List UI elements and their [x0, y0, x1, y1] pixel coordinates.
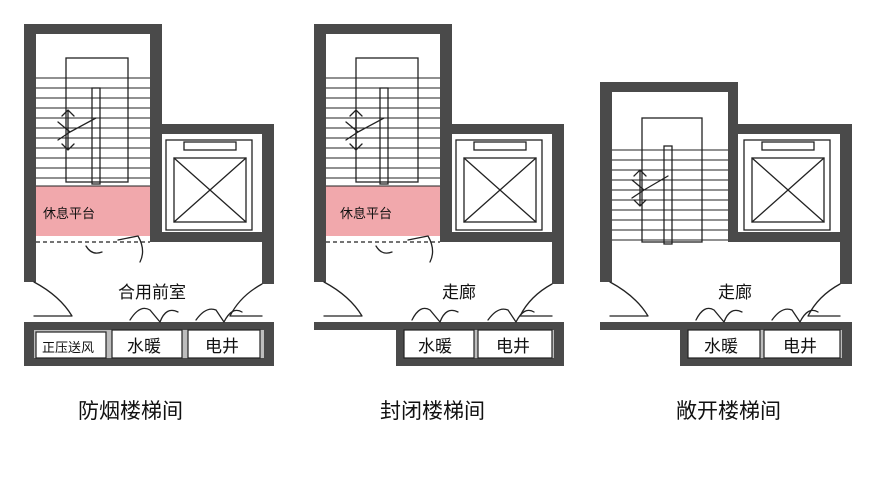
lobby-label: 合用前室: [118, 283, 186, 303]
plan-title: 防烟楼梯间: [78, 399, 183, 423]
corridor-label: 走廊: [442, 283, 476, 303]
plan-smoke-proof-stair: 休息平台 合用前室: [24, 24, 274, 423]
stair-treads: [36, 77, 150, 187]
stair-treads: [612, 149, 728, 241]
corridor-label: 走廊: [718, 283, 752, 303]
room-plumbing-label: 水暖: [418, 337, 452, 357]
stair-treads: [326, 77, 440, 187]
plan-open-stair: 走廊 水暖 电井 敞开楼梯间: [600, 82, 852, 423]
rest-platform-area: [326, 186, 440, 236]
rest-platform-label: 休息平台: [340, 206, 392, 222]
plan-enclosed-stair: 休息平台 走廊: [314, 24, 564, 423]
rest-platform-label: 休息平台: [43, 206, 95, 222]
room-electrical-label: 电井: [205, 337, 239, 357]
room-plumbing-label: 水暖: [127, 337, 161, 357]
room-electrical-label: 电井: [496, 337, 530, 357]
room-pressure-air-label: 正压送风: [42, 341, 94, 356]
rest-platform-area: [36, 186, 150, 236]
plan-title: 封闭楼梯间: [380, 399, 485, 423]
room-electrical-label: 电井: [783, 337, 817, 357]
room-plumbing-label: 水暖: [704, 337, 738, 357]
plan-title: 敞开楼梯间: [676, 399, 781, 423]
